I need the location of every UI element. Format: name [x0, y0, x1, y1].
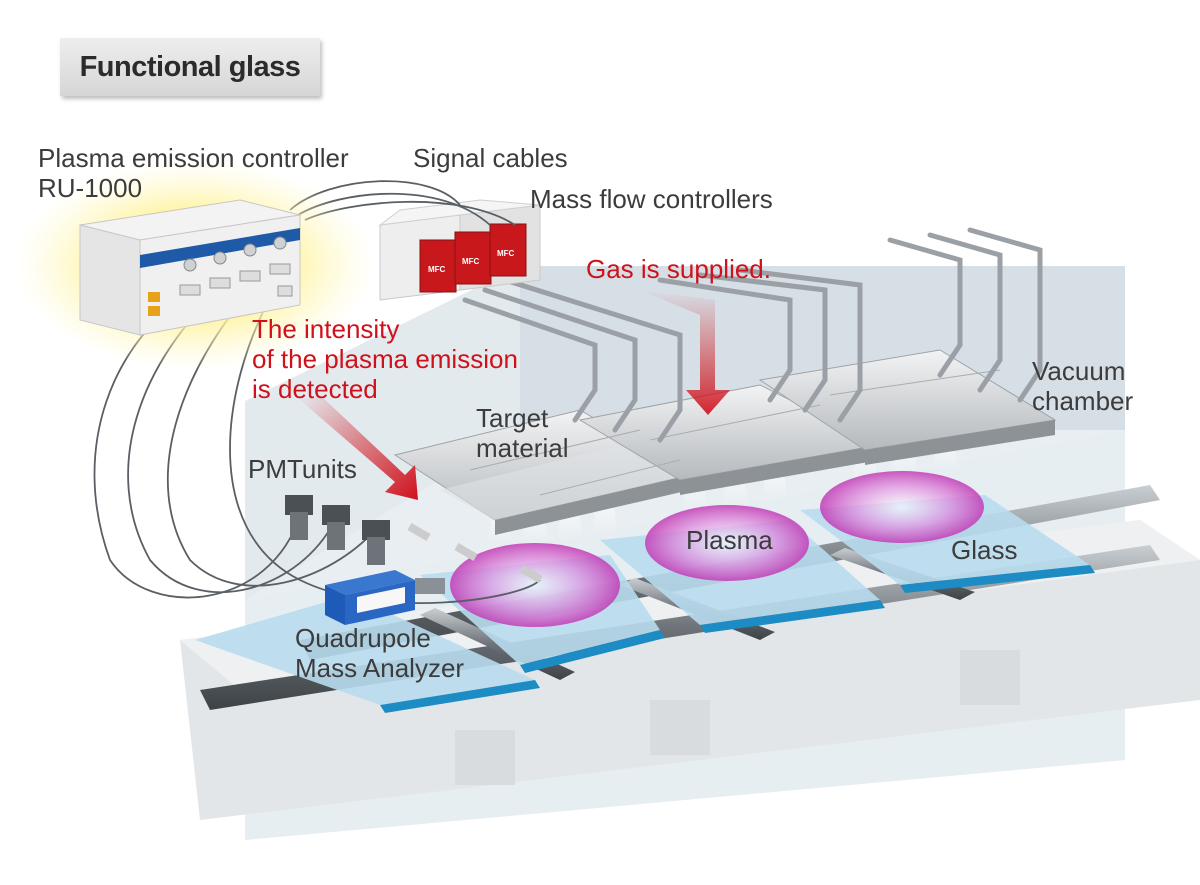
qma-label-line1: Quadrupole — [295, 623, 431, 653]
plasma-regions — [450, 471, 984, 627]
controller-label-line1: Plasma emission controller — [38, 143, 349, 173]
mass-flow-controllers — [378, 199, 541, 301]
signal-cables-label: Signal cables — [413, 143, 568, 173]
vacuum-label-line2: chamber — [1032, 386, 1134, 416]
plasma-label: Plasma — [686, 525, 773, 555]
page-title: Functional glass — [79, 51, 301, 83]
glass-label: Glass — [951, 535, 1018, 565]
vacuum-label-line1: Vacuum — [1032, 356, 1126, 386]
target-label-line2: material — [476, 433, 569, 463]
intensity-label-line3: is detected — [252, 374, 378, 404]
title-box: Functional glass — [60, 38, 320, 96]
plasma-emission-controller — [15, 160, 375, 370]
target-label-line1: Target — [476, 403, 549, 433]
intensity-label-line2: of the plasma emission — [252, 344, 518, 374]
intensity-label-line1: The intensity — [252, 314, 400, 344]
red-arrows — [300, 290, 730, 500]
qma-label-line2: Mass Analyzer — [295, 653, 465, 683]
pmt-label: PMTunits — [248, 454, 357, 484]
controller-label-line2: RU-1000 — [38, 173, 143, 203]
pmt-units — [285, 495, 543, 583]
quadrupole-mass-analyzer — [325, 570, 445, 625]
gas-supplied-label: Gas is supplied. — [586, 254, 771, 284]
gas-pipes — [462, 227, 1043, 443]
mass-flow-label: Mass flow controllers — [530, 184, 773, 214]
